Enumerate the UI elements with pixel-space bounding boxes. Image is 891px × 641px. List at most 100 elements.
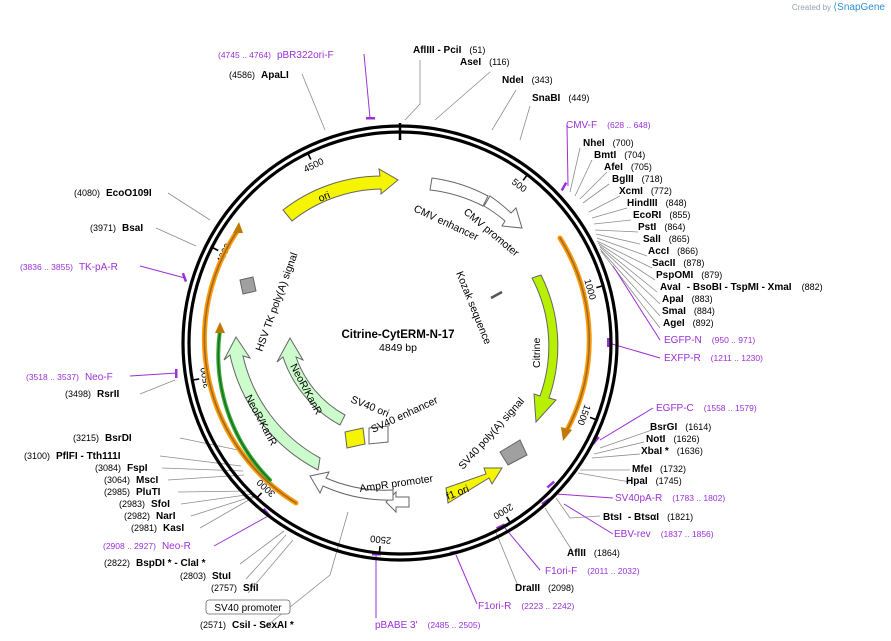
site-accI: AccI (648, 246, 669, 257)
svg-text:PstI(864): PstI(864) (638, 222, 685, 233)
svg-text:AvaI- BsoBI - TspMI - XmaI(8: AvaI- BsoBI - TspMI - XmaI(882) (660, 282, 823, 293)
f1-ori-feature (445, 467, 503, 504)
svg-text:(3498)RsrII: (3498)RsrII (65, 389, 119, 400)
site-afeI: AfeI (604, 162, 623, 173)
primer-pbabe3: pBABE 3' (375, 620, 418, 631)
svg-text:(2985)PluTI: (2985)PluTI (104, 487, 161, 498)
orf-arcs (201, 227, 592, 506)
label-ori: ori (317, 189, 332, 204)
svg-text:NheI(700): NheI(700) (583, 138, 634, 149)
site-bmtI: BmtI (594, 150, 616, 161)
site-pspOMI: PspOMI (656, 270, 693, 281)
site-btsI: BtsI (603, 512, 622, 523)
primer-exfp-r: EXFP-R (664, 353, 701, 364)
primer-sv40pa-r: SV40pA-R (615, 493, 662, 504)
site-ecoO109I: EcoO109I (106, 188, 152, 199)
tick-mark-500 (522, 175, 528, 181)
site-apaLI: ApaLI (261, 70, 289, 81)
svg-text:(3064)MscI: (3064)MscI (104, 475, 158, 486)
svg-text:SacII(878): SacII(878) (652, 258, 704, 269)
site-kasI: KasI (163, 523, 184, 534)
svg-text:AgeI(892): AgeI(892) (663, 318, 714, 329)
primer-egfp-c: EGFP-C (656, 403, 694, 414)
svg-text:(4745 .. 4764)pBR322ori-F: (4745 .. 4764)pBR322ori-F (218, 50, 334, 61)
leader-lines (139, 60, 661, 629)
svg-text:EXFP-R(1211 .. 1230): EXFP-R(1211 .. 1230) (664, 353, 763, 364)
site-ecoRI: EcoRI (633, 210, 662, 221)
svg-text:XcmI(772): XcmI(772) (619, 186, 672, 197)
svg-text:NotI(1626): NotI(1626) (646, 434, 699, 445)
primer-f1ori-f: F1ori-F (545, 566, 577, 577)
svg-text:AfeI(705): AfeI(705) (604, 162, 652, 173)
site-bsrGI: BsrGI (650, 422, 677, 433)
svg-text:(3518 .. 3537)Neo-F: (3518 .. 3537)Neo-F (26, 372, 113, 383)
svg-text:HpaI(1745): HpaI(1745) (626, 476, 682, 487)
snapgene-logo-icon: ⟨ (833, 2, 838, 13)
site-mscI: MscI (136, 475, 158, 486)
svg-text:(2822)BspDI * - ClaI *: (2822)BspDI * - ClaI * (104, 558, 206, 569)
plasmid-backbone (181, 123, 619, 562)
tick-mark-1000 (596, 285, 603, 289)
svg-text:(2803)StuI: (2803)StuI (180, 571, 231, 582)
label-neor-kanr-inner: NeoR/KanR (287, 362, 324, 417)
primer-egfp-n: EGFP-N (664, 335, 702, 346)
svg-text:(3215)BsrDI: (3215)BsrDI (73, 433, 132, 444)
tick-mark-4500 (307, 153, 312, 160)
cmv-enhancer-feature (429, 177, 489, 207)
svg-text:BtsI- BtsαI(1821): BtsI- BtsαI(1821) (603, 512, 693, 523)
svg-text:(4080)EcoO109I: (4080)EcoO109I (74, 188, 152, 199)
sv40-promoter-label: SV40 promoter (205, 599, 291, 615)
orf-arrowheads (215, 222, 572, 441)
primer-cmv-f: CMV-F (566, 120, 597, 131)
svg-text:SV40pA-R(1783 .. 1802): SV40pA-R(1783 .. 1802) (615, 493, 725, 504)
site-rsrII: RsrII (97, 389, 119, 400)
label-kozak: Kozak sequence (453, 270, 493, 347)
primer-leader-lines (129, 53, 661, 618)
citrine-feature (531, 274, 559, 424)
site-xcmI: XcmI (619, 186, 643, 197)
svg-text:BglII(718): BglII(718) (612, 174, 663, 185)
snapgene-brand: Created by ⟨SnapGene (792, 2, 885, 13)
site-snaBI: SnaBI (532, 93, 561, 104)
svg-text:(3971)BsaI: (3971)BsaI (90, 223, 143, 234)
label-citrine: Citrine (531, 337, 543, 368)
site-xbaI: XbaI * (641, 446, 669, 457)
site-aseI: AseI (460, 57, 481, 68)
site-bglII: BglII (612, 174, 634, 185)
svg-text:F1ori-F(2011 .. 2032): F1ori-F(2011 .. 2032) (545, 566, 640, 577)
svg-text:EGFP-C(1558 .. 1579): EGFP-C(1558 .. 1579) (656, 403, 757, 414)
tick-label-4500: 4500 (302, 156, 326, 175)
plasmid-size: 4849 bp (379, 342, 417, 354)
site-aflII: AflII (567, 548, 586, 559)
tick-mark-2500 (378, 545, 381, 553)
tick-label-2500: 2500 (370, 533, 392, 546)
svg-text:SalI(865): SalI(865) (643, 234, 690, 245)
label-sv40-ori: SV40 ori (349, 394, 391, 420)
site-pstI: PstI (638, 222, 657, 233)
svg-text:PspOMI(879): PspOMI(879) (656, 270, 722, 281)
cmv-promoter-feature (483, 195, 523, 229)
primer-pbr322ori-f: pBR322ori-F (277, 50, 334, 61)
site-draIII: DraIII (515, 583, 540, 594)
svg-text:(3836 .. 3855)TK-pA-R: (3836 .. 3855)TK-pA-R (20, 262, 118, 273)
svg-text:XbaI *(1636): XbaI *(1636) (641, 446, 703, 457)
svg-text:(3084)FspI: (3084)FspI (95, 463, 148, 474)
hsv-tk-polya-feature (239, 276, 257, 295)
plasmid-name: Citrine-CytERM-N-17 (341, 329, 454, 341)
site-nheI: NheI (583, 138, 605, 149)
sv40-enhancer-feature (368, 425, 389, 445)
tick-marks (193, 153, 603, 553)
svg-text:(2571)CsiI - SexAI *: (2571)CsiI - SexAI * (200, 620, 294, 631)
primer-f1ori-r: F1ori-R (478, 601, 511, 612)
site-notI: NotI (646, 434, 666, 445)
site-sfoI: SfoI (151, 499, 170, 510)
svg-text:(2908 .. 2927)Neo-R: (2908 .. 2927)Neo-R (103, 541, 191, 552)
brand-name: SnapGene (837, 2, 885, 13)
svg-text:(2981)KasI: (2981)KasI (131, 523, 184, 534)
svg-text:SnaBI(449): SnaBI(449) (532, 93, 589, 104)
tick-mark-3500 (193, 378, 200, 381)
primer-neo-f: Neo-F (85, 372, 113, 383)
site-ndeI: NdeI (502, 75, 524, 86)
site-fspI: FspI (127, 463, 148, 474)
features (223, 168, 559, 514)
